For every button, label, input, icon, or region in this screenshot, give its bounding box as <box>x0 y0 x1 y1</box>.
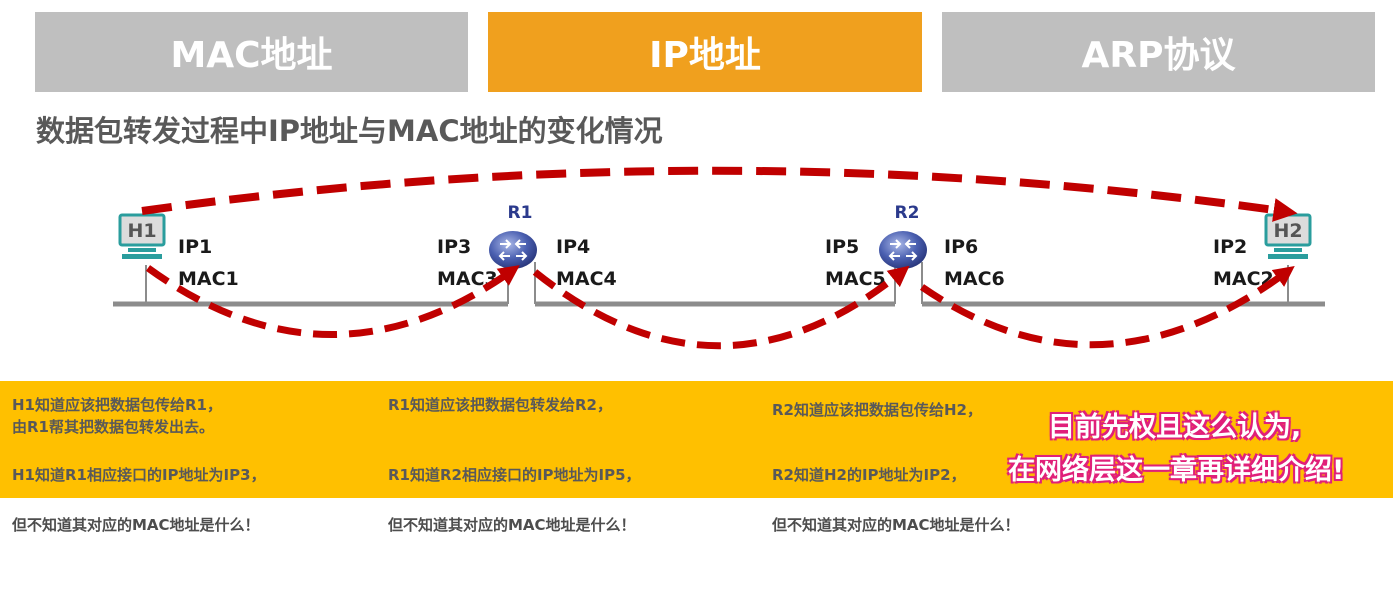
h2-name: H2 <box>1273 220 1302 242</box>
r2-right-ip: IP6 <box>944 236 978 258</box>
note-col1-line1: H1知道应该把数据包传给R1， <box>12 396 222 414</box>
hop-arrow-r2-h2 <box>920 266 1295 349</box>
r1-right-mac: MAC4 <box>556 268 617 290</box>
r2-name: R2 <box>895 203 920 223</box>
note-col3-line3: R2知道H2的IP地址为IP2， <box>772 466 966 484</box>
r1-right-ip: IP4 <box>556 236 590 258</box>
h1-ip: IP1 <box>178 236 212 258</box>
h2-mac: MAC2 <box>1213 268 1274 290</box>
note-col2-line4: 但不知道其对应的MAC地址是什么！ <box>388 516 636 534</box>
page-subtitle: 数据包转发过程中IP地址与MAC地址的变化情况 <box>36 114 663 148</box>
h2-ip: IP2 <box>1213 236 1247 258</box>
h1-mac: MAC1 <box>178 268 239 290</box>
r2-right-mac: MAC6 <box>944 268 1005 290</box>
r1-left-ip: IP3 <box>437 236 471 258</box>
r1-name: R1 <box>508 203 533 223</box>
hop-arrow-r1-r2 <box>532 265 910 350</box>
note-col1-line2: 由R1帮其把数据包转发出去。 <box>12 418 214 436</box>
r2-left-ip: IP5 <box>825 236 859 258</box>
note-col2-line3: R1知道R2相应接口的IP地址为IP5， <box>388 466 641 484</box>
r2-left-mac: MAC5 <box>825 268 886 290</box>
tab-ip-address[interactable]: IP地址 <box>488 12 922 92</box>
host-h2-icon: H2 <box>1264 213 1312 259</box>
callout-line1: 目前先权且这么认为, <box>1048 412 1302 443</box>
hop-arrow-h1-r1 <box>145 265 520 338</box>
tab-arp-protocol[interactable]: ARP协议 <box>942 12 1375 92</box>
host-h1-icon: H1 <box>118 213 166 259</box>
note-col1-line3: H1知道R1相应接口的IP地址为IP3， <box>12 466 266 484</box>
tab-ip-address-label: IP地址 <box>649 35 761 76</box>
tab-arp-protocol-label: ARP协议 <box>1081 35 1236 76</box>
h1-name: H1 <box>127 220 156 242</box>
note-col2-line1: R1知道应该把数据包转发给R2， <box>388 396 612 414</box>
note-col3-line1: R2知道应该把数据包传给H2， <box>772 401 982 419</box>
note-col3-line4: 但不知道其对应的MAC地址是什么！ <box>772 516 1020 534</box>
note-col1-line4: 但不知道其对应的MAC地址是什么！ <box>12 516 260 534</box>
router-r1-icon: R1 <box>489 203 537 269</box>
router-r2-icon: R2 <box>879 203 927 269</box>
tab-mac-address-label: MAC地址 <box>170 35 333 76</box>
r1-left-mac: MAC3 <box>437 268 498 290</box>
callout-line2: 在网络层这一章再详细介绍! <box>1008 455 1345 486</box>
tab-mac-address[interactable]: MAC地址 <box>35 12 468 92</box>
end-to-end-arrow <box>141 166 1298 222</box>
network-diagram: H1 H2 R1 R2 IP1 MAC1 IP3 MAC3 IP4 MAC4 I… <box>113 166 1325 350</box>
explanation-band <box>0 381 1393 498</box>
